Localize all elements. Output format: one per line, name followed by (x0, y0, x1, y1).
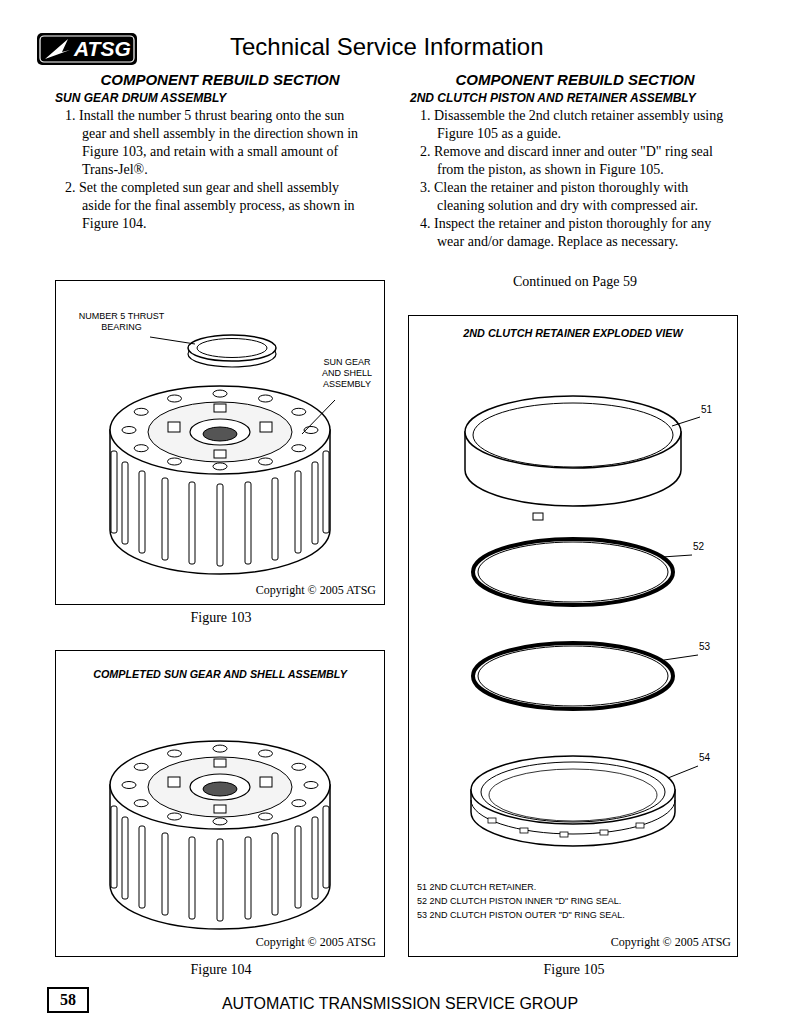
figure-frame: 2ND CLUTCH RETAINER EXPLODED VIEW 51 52 53 5… (408, 315, 738, 957)
figure-frame: COMPLETED SUN GEAR AND SHELL ASSEMBLY Cop… (55, 650, 385, 957)
callout-number: 54 (699, 752, 710, 763)
page-number: 58 (48, 991, 88, 1009)
callout-number: 53 (699, 641, 710, 652)
step-text: 4. Inspect the retainer and piston thoro… (420, 215, 728, 251)
sub-heading: SUN GEAR DRUM ASSEMBLY (55, 91, 226, 105)
step-column: 1. Disassemble the 2nd clutch retainer a… (420, 107, 728, 251)
figure-caption: Figure 103 (56, 610, 386, 626)
step-text: 3. Clean the retainer and piston thoroug… (420, 179, 728, 215)
footer-text: AUTOMATIC TRANSMISSION SERVICE GROUP (100, 995, 700, 1013)
copyright: Copyright © 2005 ATSG (196, 583, 376, 598)
step-column: 1. Install the number 5 thrust bearing o… (65, 107, 365, 233)
parts-list-line: 53 2ND CLUTCH PISTON OUTER "D" RING SEAL… (417, 910, 729, 920)
part-label: SUN GEAR AND SHELL ASSEMBLY (314, 357, 380, 390)
sub-heading: 2ND CLUTCH PISTON AND RETAINER ASSEMBLY (410, 91, 696, 105)
copyright: Copyright © 2005 ATSG (196, 935, 376, 950)
section-heading: COMPONENT REBUILD SECTION (55, 71, 385, 88)
callout-number: 51 (701, 404, 712, 415)
parts-list-line: 51 2ND CLUTCH RETAINER. (417, 882, 729, 892)
page-title: Technical Service Information (230, 33, 543, 61)
figure-caption: Figure 105 (409, 962, 739, 978)
part-label: NUMBER 5 THRUST BEARING (74, 311, 169, 333)
parts-list-line: 52 2ND CLUTCH PISTON INNER "D" RING SEAL… (417, 896, 729, 906)
step-text: 1. Disassemble the 2nd clutch retainer a… (420, 107, 728, 143)
copyright: Copyright © 2005 ATSG (549, 935, 731, 950)
continued-note: Continued on Page 59 (410, 274, 740, 290)
figure-caption: Figure 104 (56, 962, 386, 978)
callout-number: 52 (693, 541, 704, 552)
figure-title: COMPLETED SUN GEAR AND SHELL ASSEMBLY (56, 668, 384, 680)
figure-title: 2ND CLUTCH RETAINER EXPLODED VIEW (409, 327, 737, 339)
step-text: 1. Install the number 5 thrust bearing o… (65, 107, 365, 179)
step-text: 2. Set the completed sun gear and shell … (65, 179, 365, 233)
section-heading: COMPONENT REBUILD SECTION (410, 71, 740, 88)
step-text: 2. Remove and discard inner and outer "D… (420, 143, 728, 179)
logo-text: ATSG (74, 37, 131, 61)
figure-frame: NUMBER 5 THRUST BEARING SUN GEAR AND SHEL… (55, 280, 385, 605)
